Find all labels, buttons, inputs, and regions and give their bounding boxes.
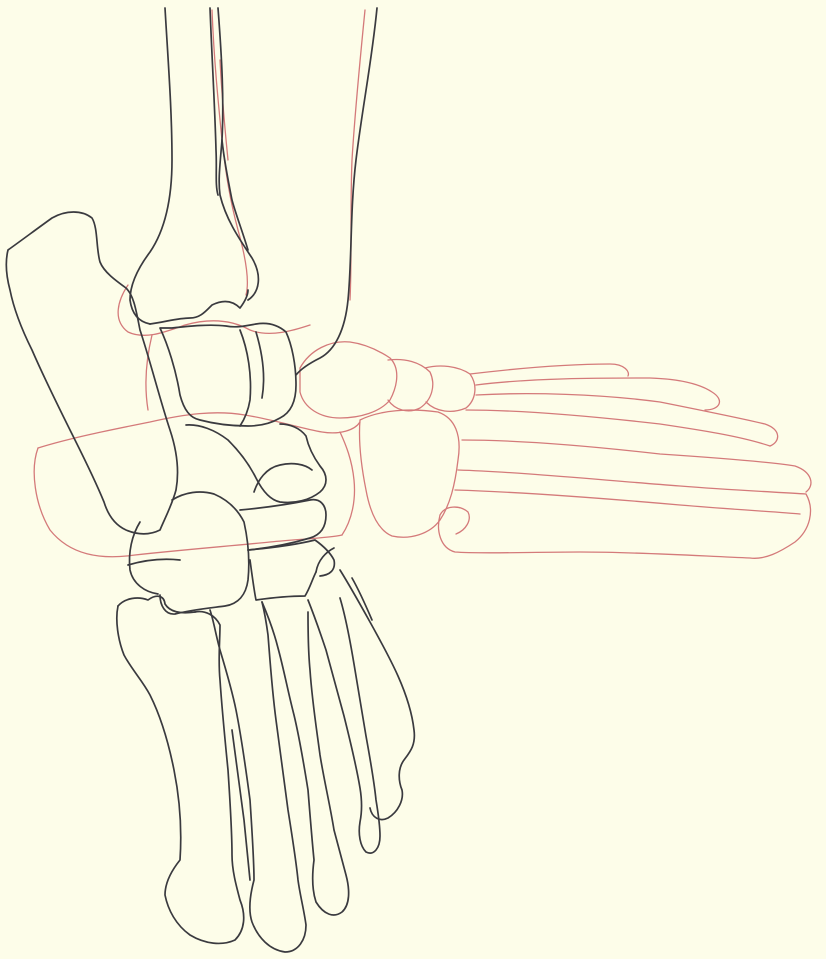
dorsal-navicular-inner <box>254 464 312 492</box>
lateral-metatarsal-4 <box>462 440 811 492</box>
dorsal-medial-cuneiform <box>160 492 249 614</box>
lateral-posterior-talus <box>146 335 152 410</box>
dorsal-metatarsal-4 <box>308 598 380 853</box>
dorsal-first-metatarsal-base <box>118 596 195 613</box>
lateral-cuboid <box>359 410 459 537</box>
dorsal-metatarsal-1 <box>117 606 244 943</box>
dorsal-tibia-distal-joint <box>150 290 248 324</box>
lateral-tibia-shaft-line <box>212 10 247 295</box>
dorsal-lateral-cuneiform <box>316 548 334 572</box>
dorsal-metatarsal-5 <box>340 570 414 820</box>
dorsal-lower-calc-line <box>128 559 180 565</box>
dorsal-fibula-right-edge <box>296 8 377 375</box>
dorsal-talus-lateral-line <box>256 332 264 398</box>
lateral-metatarsal-5b <box>455 490 800 514</box>
lateral-view-foot-skeleton <box>34 10 811 558</box>
lateral-navicular <box>300 342 397 418</box>
dorsal-cuneiform-joint-1 <box>240 500 326 550</box>
dorsal-calcaneus-outline <box>6 212 177 534</box>
dorsal-intermediate-cuneiform <box>250 560 316 600</box>
dorsal-tibia-left-edge <box>130 8 172 324</box>
dorsal-metatarsal-2-inner <box>232 730 250 880</box>
lateral-calcaneus-top <box>38 413 360 448</box>
lateral-metatarsal-1 <box>470 364 628 376</box>
dorsal-fifth-metatarsal-tip <box>352 578 372 620</box>
lateral-metatarsal-5 <box>439 470 811 558</box>
lateral-calcaneus-anterior <box>340 432 355 535</box>
dorsal-talus-outline <box>160 323 296 426</box>
dorsal-fibula-left-edge <box>222 140 248 250</box>
lateral-fibula-shaft-line <box>350 10 365 300</box>
dorsal-metatarsal-3 <box>262 602 349 915</box>
dorsal-talus-neck-line <box>240 330 251 426</box>
dorsal-metatarsal-2 <box>210 602 306 952</box>
dorsal-tibia-inner-left <box>210 8 218 195</box>
dorsal-navicular <box>186 424 326 503</box>
